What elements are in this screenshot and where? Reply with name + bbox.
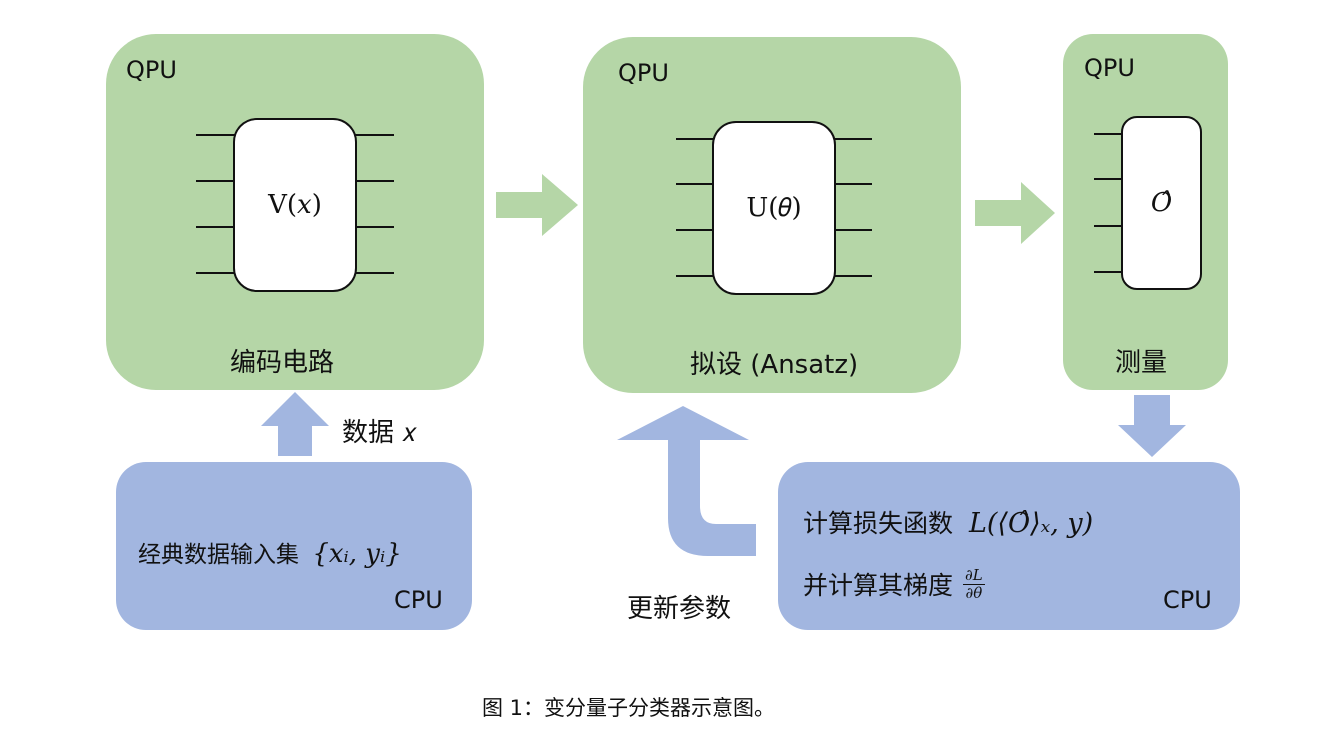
input-set-cpu-tag: CPU <box>394 586 443 614</box>
measure-gate: 𝑂̂ <box>1121 116 1202 290</box>
ansatz-qpu-tag: QPU <box>618 59 669 87</box>
update-arrow-label: 更新参数 <box>627 594 732 624</box>
loss-cpu-block <box>778 462 1240 630</box>
encoding-wire <box>354 272 394 274</box>
flow-arrow-right-icon <box>496 174 578 236</box>
flow-arrow-up-icon <box>261 392 329 456</box>
ansatz-wire <box>676 275 716 277</box>
encoding-gate: V(𝑥) <box>233 118 357 292</box>
ansatz-wire <box>676 229 716 231</box>
ansatz-wire <box>676 183 716 185</box>
ansatz-wire <box>832 229 872 231</box>
encoding-wire <box>354 180 394 182</box>
loss-cpu-tag: CPU <box>1163 586 1212 614</box>
gradient-text: 并计算其梯度 <box>803 571 954 600</box>
input-set-label: 经典数据输入集 <box>138 542 299 568</box>
encoding-wire <box>354 226 394 228</box>
encoding-wire <box>196 272 236 274</box>
encoding-wire <box>196 180 236 182</box>
gradient-fraction: ∂𝐿 ∂𝜃 <box>963 565 985 602</box>
encoding-wire <box>196 226 236 228</box>
loss-line2: 并计算其梯度 ∂𝐿 ∂𝜃 <box>803 566 985 602</box>
loss-text: 计算损失函数 <box>803 509 954 538</box>
data-arrow-label: 数据 𝑥 <box>342 418 417 448</box>
input-set-text: 经典数据输入集 {𝑥ᵢ, 𝑦ᵢ} <box>138 535 402 569</box>
ansatz-wire <box>676 138 716 140</box>
loss-formula: 𝐿(⟨𝑂̂⟩ₓ, 𝑦) <box>968 508 1094 539</box>
encoding-label: 编码电路 <box>230 348 335 378</box>
update-params-arrow-icon <box>617 406 756 556</box>
flow-arrow-down-icon <box>1118 395 1186 457</box>
measure-qpu-tag: QPU <box>1084 54 1135 82</box>
encoding-qpu-tag: QPU <box>126 56 177 84</box>
fraction-numerator: ∂𝐿 <box>963 565 985 585</box>
figure-caption: 图 1：变分量子分类器示意图。 <box>482 696 776 720</box>
measure-wire <box>1094 178 1124 180</box>
ansatz-wire <box>832 183 872 185</box>
ansatz-wire <box>832 275 872 277</box>
loss-line1: 计算损失函数 𝐿(⟨𝑂̂⟩ₓ, 𝑦) <box>803 504 1093 540</box>
flow-arrow-right-icon <box>975 182 1055 244</box>
fraction-denominator: ∂𝜃 <box>965 583 983 602</box>
input-set-cpu-block <box>116 462 472 630</box>
encoding-wire <box>196 134 236 136</box>
measure-wire <box>1094 133 1124 135</box>
encoding-wire <box>354 134 394 136</box>
measure-label: 测量 <box>1115 348 1168 378</box>
ansatz-label: 拟设 (Ansatz) <box>690 350 859 380</box>
ansatz-gate: U(𝜃) <box>712 121 836 295</box>
input-set-math: {𝑥ᵢ, 𝑦ᵢ} <box>312 539 402 569</box>
measure-wire <box>1094 225 1124 227</box>
measure-wire <box>1094 271 1124 273</box>
ansatz-wire <box>832 138 872 140</box>
